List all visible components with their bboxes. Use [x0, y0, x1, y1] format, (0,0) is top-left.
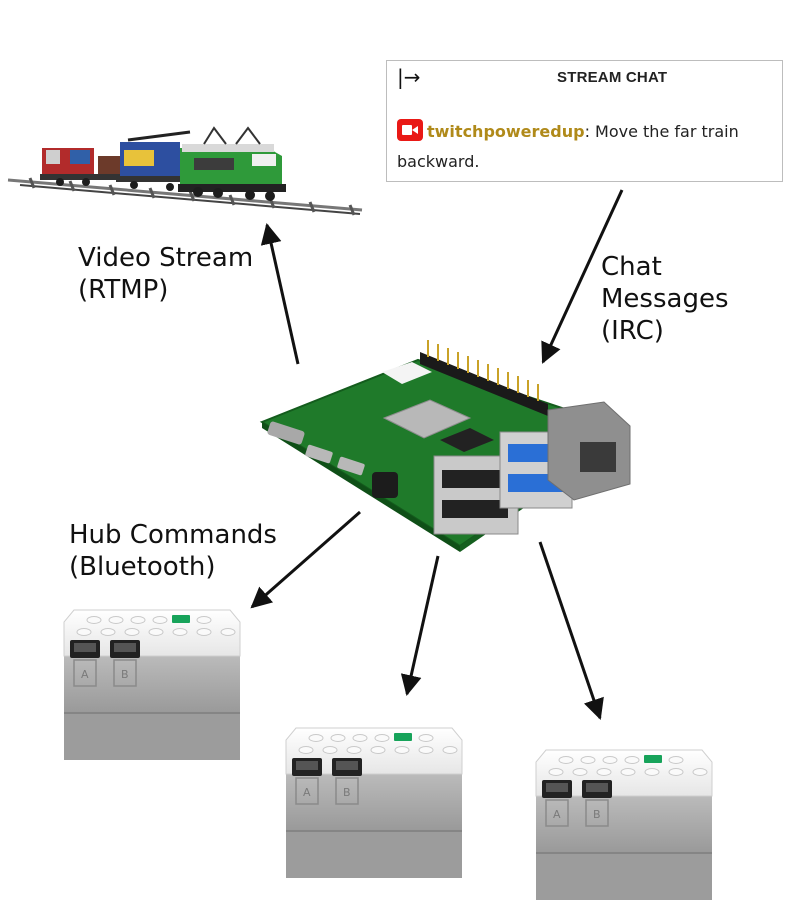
chat-title: STREAM CHAT — [557, 69, 668, 86]
chat-message-text: Move the far train backward. — [397, 122, 739, 171]
arrow-video-stream — [260, 222, 300, 365]
train-image — [7, 126, 363, 216]
arrow-hub-right — [538, 541, 604, 720]
chat-message: twitchpoweredup: Move the far train back… — [397, 117, 777, 177]
hub-image — [535, 749, 713, 901]
video-stream-label: Video Stream (RTMP) — [78, 243, 254, 305]
arrow-hub-left — [250, 510, 361, 609]
twitch-icon — [397, 119, 423, 141]
hub-image — [285, 727, 463, 879]
hub-commands-label: Hub Commands (Bluetooth) — [69, 520, 277, 582]
raspberry-pi-image — [259, 340, 631, 552]
chat-messages-label: Chat Messages (IRC) — [601, 252, 729, 346]
arrow-hub-middle — [400, 555, 440, 697]
stream-chat-panel: |→ STREAM CHAT twitchpoweredup: Move the… — [386, 60, 783, 182]
collapse-arrow-icon[interactable]: |→ — [397, 65, 421, 89]
arrow-chat-messages — [541, 189, 624, 364]
chat-separator: : — [584, 122, 590, 141]
chat-username[interactable]: twitchpoweredup — [427, 122, 585, 141]
hub-image — [63, 609, 241, 761]
